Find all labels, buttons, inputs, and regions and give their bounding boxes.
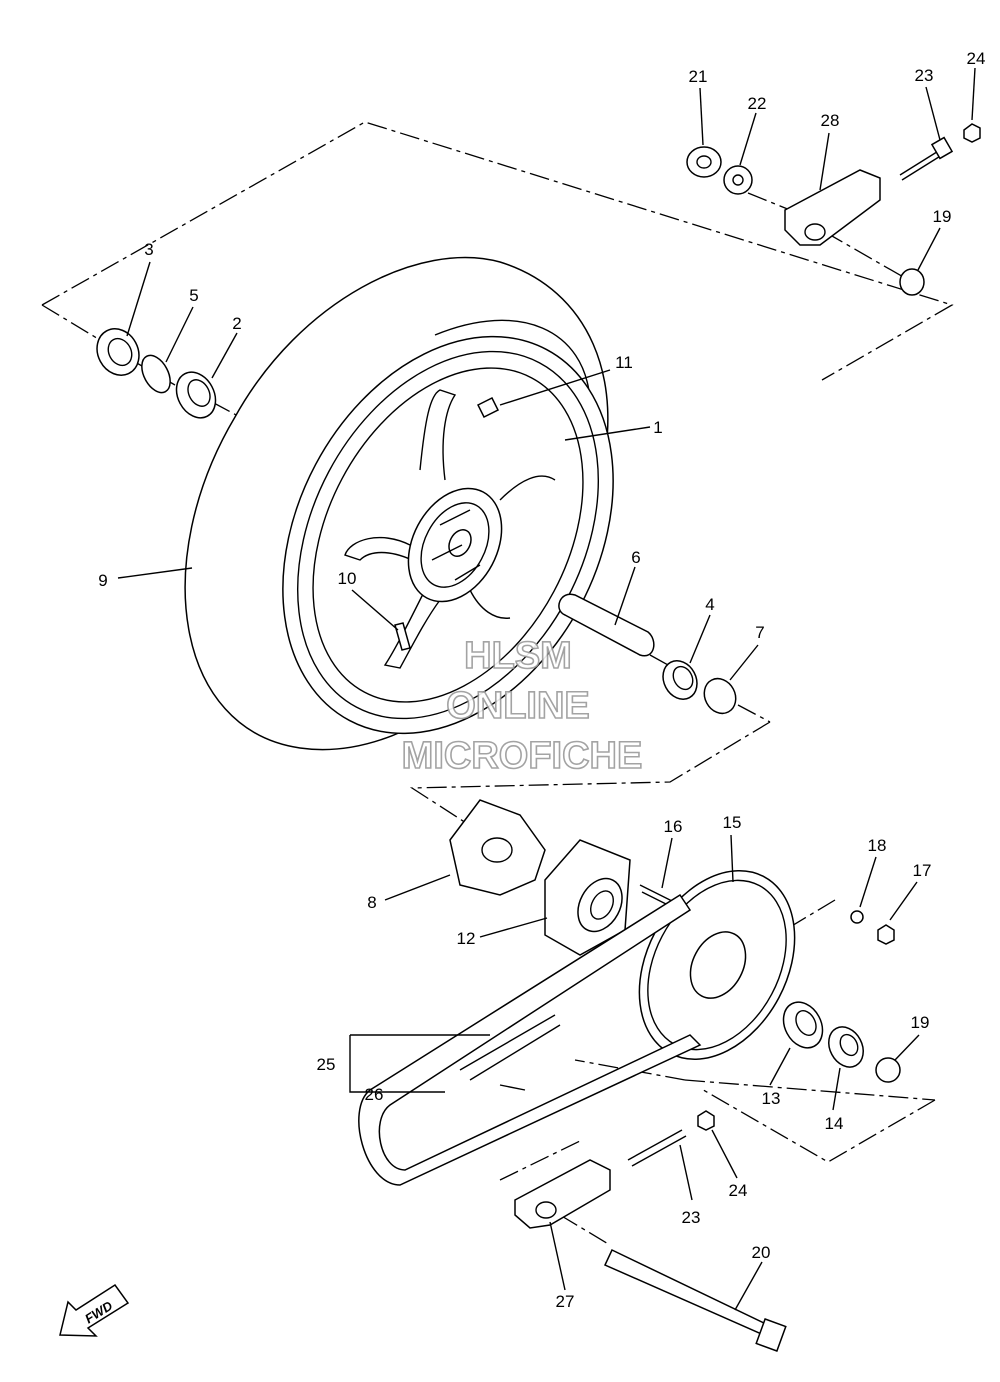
sprocket (638, 870, 796, 1060)
chain-adjuster-top (686, 123, 981, 296)
watermark-line-3: MICROFICHE (402, 735, 643, 777)
callout-24-bottom: 24 (729, 1181, 748, 1200)
callout-9: 9 (98, 571, 107, 590)
callout-5: 5 (189, 286, 198, 305)
lower-adjuster-axle (514, 1110, 787, 1352)
callout-20: 20 (752, 1243, 771, 1262)
damper (449, 799, 546, 896)
damper-and-clutch-hub (449, 799, 683, 956)
callout-24-top: 24 (967, 49, 986, 68)
callout-13: 13 (762, 1089, 781, 1108)
callout-19-top: 19 (933, 207, 952, 226)
callout-25: 25 (317, 1055, 336, 1074)
callout-26: 26 (365, 1085, 384, 1104)
callout-23-bottom: 23 (682, 1208, 701, 1227)
callout-4: 4 (705, 595, 714, 614)
callout-23-top: 23 (915, 66, 934, 85)
drive-chain (358, 893, 702, 1186)
callout-27: 27 (556, 1292, 575, 1311)
callout-21: 21 (689, 67, 708, 86)
left-bearings (96, 328, 217, 419)
callout-12: 12 (457, 929, 476, 948)
callout-16: 16 (664, 817, 683, 836)
callout-19-bottom: 19 (911, 1013, 930, 1032)
rear-wheel-assembly (184, 256, 614, 751)
callout-22: 22 (748, 94, 767, 113)
callout-14: 14 (825, 1114, 844, 1133)
callout-28: 28 (821, 111, 840, 130)
callout-1: 1 (653, 418, 662, 437)
callout-7: 7 (755, 623, 764, 642)
watermark-line-1: HLSM (464, 635, 572, 677)
callout-11: 11 (615, 353, 633, 372)
right-bearings (782, 910, 901, 1083)
watermark: HLSM ONLINE MICROFICHE (401, 634, 643, 778)
callout-6: 6 (631, 548, 640, 567)
balance-weight (476, 396, 500, 419)
leader-lines (117, 67, 976, 1311)
callout-18: 18 (868, 836, 887, 855)
callout-3: 3 (144, 240, 153, 259)
collar-group (558, 593, 737, 715)
callout-8: 8 (367, 893, 376, 912)
callout-2: 2 (232, 314, 241, 333)
callout-15: 15 (723, 813, 742, 832)
valve-stem (394, 622, 411, 651)
callout-labels: 1 2 3 4 5 6 7 8 9 10 11 12 13 14 15 16 1… (98, 49, 985, 1311)
watermark-line-2: ONLINE (446, 685, 590, 727)
callout-17: 17 (913, 861, 932, 880)
callout-10: 10 (338, 569, 357, 588)
fwd-arrow-icon: FWD (59, 1283, 130, 1337)
